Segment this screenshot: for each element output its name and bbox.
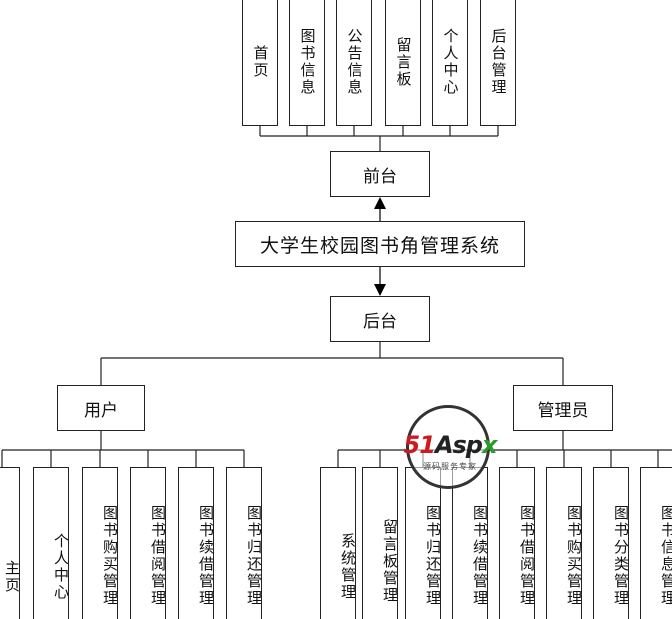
- admin-module-book-borrow: 图书借阅管理: [499, 467, 536, 619]
- admin-module-book-info: 图书信息管理: [640, 467, 672, 619]
- frontend-module-message-board: 留言板: [385, 0, 421, 126]
- user-module-home: 主页: [0, 467, 21, 619]
- admin-module-book-category: 图书分类管理: [593, 467, 630, 619]
- admin-module-book-purchase: 图书购买管理: [546, 467, 583, 619]
- admin-module-system: 系统管理: [320, 467, 357, 619]
- watermark-logo-part1: 51: [403, 431, 436, 459]
- user-module-personal-center: 个人中心: [33, 467, 70, 619]
- frontend-module-announcements: 公告信息: [336, 0, 372, 126]
- admin-module-book-return: 图书归还管理: [405, 467, 442, 619]
- frontend-module-admin-entry: 后台管理: [480, 0, 516, 126]
- watermark-tagline: 源码服务专家: [423, 462, 477, 471]
- watermark-circle: [406, 405, 490, 489]
- user-module-book-return: 图书归还管理: [226, 467, 263, 619]
- watermark-logo-part3: x: [481, 431, 498, 459]
- admin-node: 管理员: [513, 385, 613, 431]
- watermark-logo: 51Aspx 源码服务专家: [388, 403, 512, 493]
- frontend-module-personal-center: 个人中心: [432, 0, 468, 126]
- user-module-book-borrow: 图书借阅管理: [130, 467, 167, 619]
- backend-node: 后台: [330, 296, 430, 342]
- admin-module-message-board: 留言板管理: [362, 467, 399, 619]
- frontend-node: 前台: [330, 151, 430, 197]
- watermark-logo-part2: Asp: [434, 431, 483, 459]
- system-title-node: 大学生校园图书角管理系统: [235, 221, 525, 267]
- admin-module-book-renew: 图书续借管理: [452, 467, 489, 619]
- watermark-logo-text: 51Aspx: [388, 433, 512, 457]
- user-module-book-purchase: 图书购买管理: [82, 467, 119, 619]
- user-module-book-renew: 图书续借管理: [178, 467, 215, 619]
- frontend-module-book-info: 图书信息: [289, 0, 325, 126]
- frontend-module-home: 首页: [242, 0, 278, 126]
- user-node: 用户: [57, 385, 145, 431]
